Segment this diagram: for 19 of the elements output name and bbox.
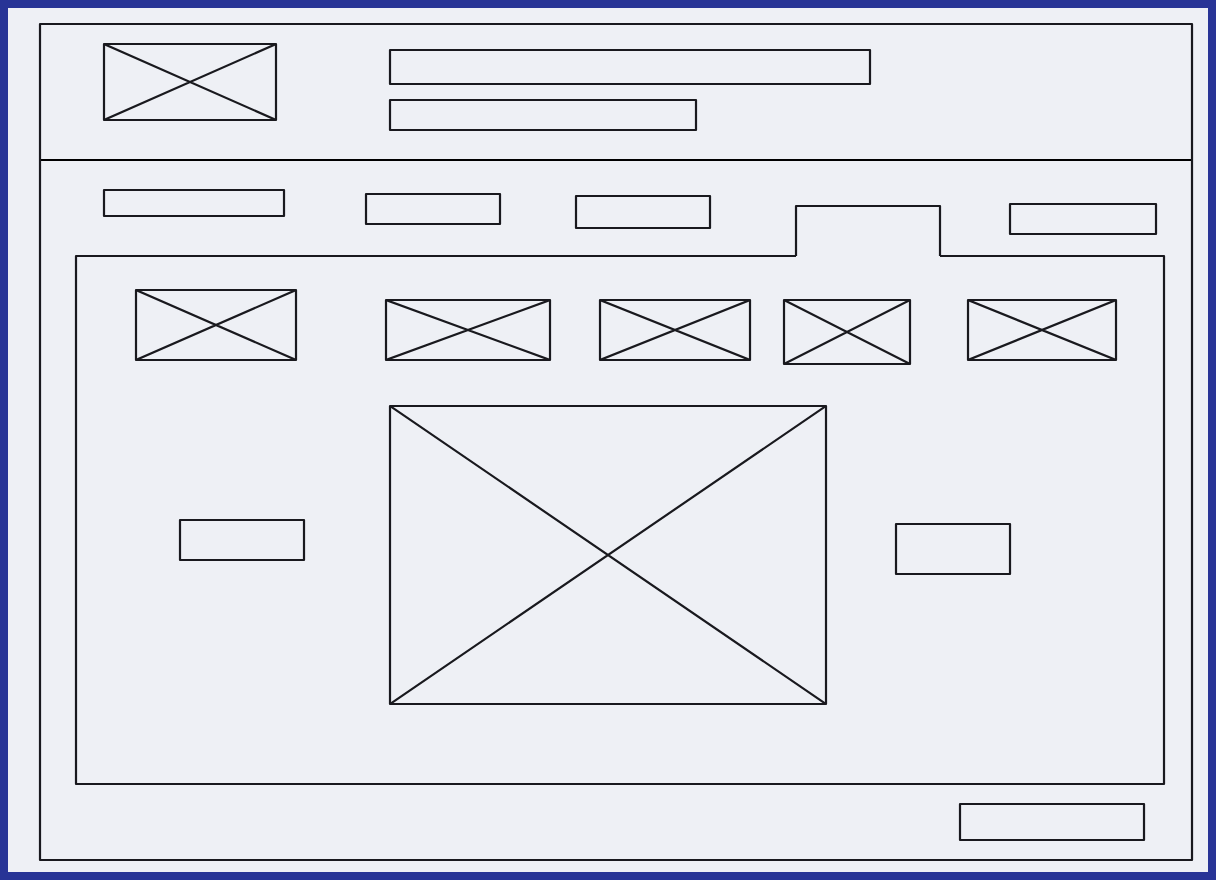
text-bar [388, 98, 698, 132]
image-placeholder [388, 404, 828, 706]
active-tab [794, 204, 942, 256]
content-panel [74, 254, 1166, 786]
button [894, 522, 1012, 576]
image-placeholder [384, 298, 552, 362]
image-placeholder [134, 288, 298, 362]
button [958, 802, 1146, 842]
button [178, 518, 306, 562]
nav-button [1008, 202, 1158, 236]
wireframe-window [38, 22, 1194, 862]
nav-button [574, 194, 712, 230]
image-placeholder [598, 298, 752, 362]
text-bar [388, 48, 872, 86]
image-placeholder [966, 298, 1118, 362]
nav-button [364, 192, 502, 226]
image-placeholder [782, 298, 912, 366]
nav-button [102, 188, 286, 218]
image-placeholder [102, 42, 278, 122]
